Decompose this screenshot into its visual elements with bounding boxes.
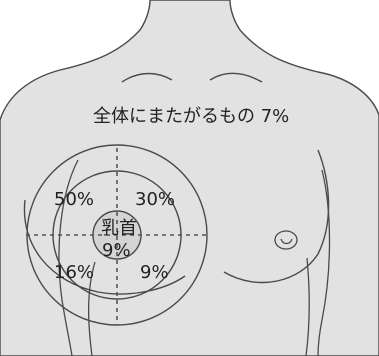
upper-inner-percent: 30% [135, 189, 175, 210]
overall-label: 全体にまたがるもの 7% [93, 106, 289, 127]
lower-inner-percent: 9% [140, 262, 169, 283]
nipple-title: 乳首 [101, 218, 137, 239]
lower-outer-percent: 16% [54, 262, 94, 283]
nipple-percent: 9% [102, 240, 131, 261]
upper-outer-percent: 50% [54, 189, 94, 210]
right-nipple [275, 231, 297, 249]
